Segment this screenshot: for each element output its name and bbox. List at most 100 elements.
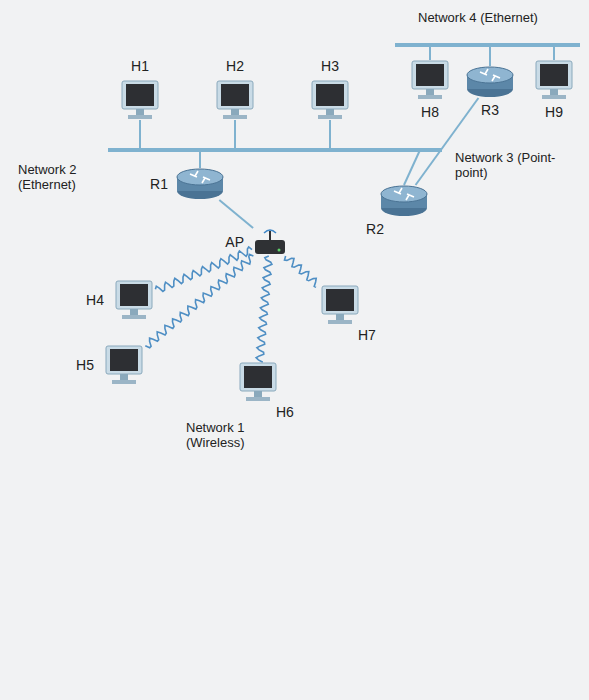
network-label: Network 3 (Point-point): [455, 150, 565, 180]
monitor-frame: [536, 61, 572, 89]
ethernet-bus: [395, 43, 580, 47]
monitor-screen: [110, 349, 138, 371]
bus-stub: [139, 120, 141, 150]
monitor-base: [328, 320, 352, 324]
router-arrows: [190, 171, 210, 183]
node-label: H8: [421, 104, 439, 120]
node-label: H5: [76, 357, 94, 373]
monitor-screen: [221, 84, 249, 106]
router-node: R3: [466, 66, 514, 98]
network-link: [219, 200, 253, 228]
monitor-base: [122, 315, 146, 319]
wireless-link: [145, 254, 253, 347]
router-top: [381, 186, 427, 202]
host-icon: [102, 345, 146, 385]
host-node: H3: [308, 80, 352, 120]
monitor-stand: [336, 314, 344, 320]
router-top: [467, 67, 513, 83]
bus-stub: [234, 120, 236, 150]
ap-led: [278, 249, 281, 252]
monitor-stand: [550, 89, 558, 95]
node-label: R3: [481, 102, 499, 118]
wireless-link: [256, 256, 272, 362]
host-icon: [236, 362, 280, 402]
monitor-stand: [120, 374, 128, 380]
monitor-base: [418, 95, 442, 99]
node-label: H3: [321, 58, 339, 74]
monitor-screen: [244, 366, 272, 388]
router-icon: [176, 168, 224, 200]
monitor-stand: [231, 109, 239, 115]
router-node: R2: [380, 185, 428, 217]
monitor-frame: [412, 61, 448, 89]
router-icon: [466, 66, 514, 98]
monitor-base: [223, 115, 247, 119]
ap-node: AP: [252, 228, 288, 256]
ap-body: [255, 240, 285, 254]
node-label: AP: [225, 234, 244, 250]
bus-stub: [553, 45, 555, 60]
monitor-screen: [540, 64, 568, 86]
host-icon: [118, 80, 162, 120]
router-node: R1: [176, 168, 224, 200]
wireless-link: [285, 256, 317, 287]
node-label: H2: [226, 58, 244, 74]
bus-stub: [199, 150, 201, 168]
monitor-screen: [326, 289, 354, 311]
host-icon: [318, 285, 362, 325]
node-label: R1: [150, 176, 168, 192]
ap-icon: [252, 228, 288, 256]
host-icon: [308, 80, 352, 120]
host-icon: [112, 280, 156, 320]
monitor-frame: [116, 281, 152, 309]
network-label: Network 1 (Wireless): [186, 420, 286, 450]
bus-stub: [329, 120, 331, 150]
monitor-frame: [106, 346, 142, 374]
host-icon: [213, 80, 257, 120]
host-node: H1: [118, 80, 162, 120]
monitor-base: [128, 115, 152, 119]
monitor-screen: [316, 84, 344, 106]
monitor-frame: [122, 81, 158, 109]
host-node: H7: [318, 285, 362, 325]
host-node: H2: [213, 80, 257, 120]
bus-stub: [489, 45, 491, 66]
bus-stub: [429, 45, 431, 60]
node-label: H1: [131, 58, 149, 74]
monitor-stand: [326, 109, 334, 115]
host-node: H4: [112, 280, 156, 320]
monitor-frame: [217, 81, 253, 109]
ethernet-bus: [108, 148, 442, 152]
monitor-stand: [254, 391, 262, 397]
node-label: R2: [366, 221, 384, 237]
host-node: H9: [532, 60, 576, 100]
monitor-frame: [240, 363, 276, 391]
router-arrows: [480, 69, 500, 81]
router-icon: [380, 185, 428, 217]
router-top: [177, 169, 223, 185]
monitor-screen: [120, 284, 148, 306]
monitor-stand: [426, 89, 434, 95]
monitor-base: [318, 115, 342, 119]
router-arrows: [394, 188, 414, 200]
bus-stub: [404, 150, 420, 185]
monitor-base: [542, 95, 566, 99]
node-label: H6: [276, 404, 294, 420]
node-label: H7: [358, 327, 376, 343]
ap-signal: [264, 230, 276, 233]
monitor-frame: [312, 81, 348, 109]
host-node: H5: [102, 345, 146, 385]
host-node: H8: [408, 60, 452, 100]
node-label: H4: [86, 292, 104, 308]
monitor-screen: [416, 64, 444, 86]
monitor-stand: [130, 309, 138, 315]
monitor-base: [112, 380, 136, 384]
node-label: H9: [545, 104, 563, 120]
host-node: H6: [236, 362, 280, 402]
host-icon: [532, 60, 576, 100]
network-label: Network 4 (Ethernet): [418, 10, 588, 25]
monitor-stand: [136, 109, 144, 115]
